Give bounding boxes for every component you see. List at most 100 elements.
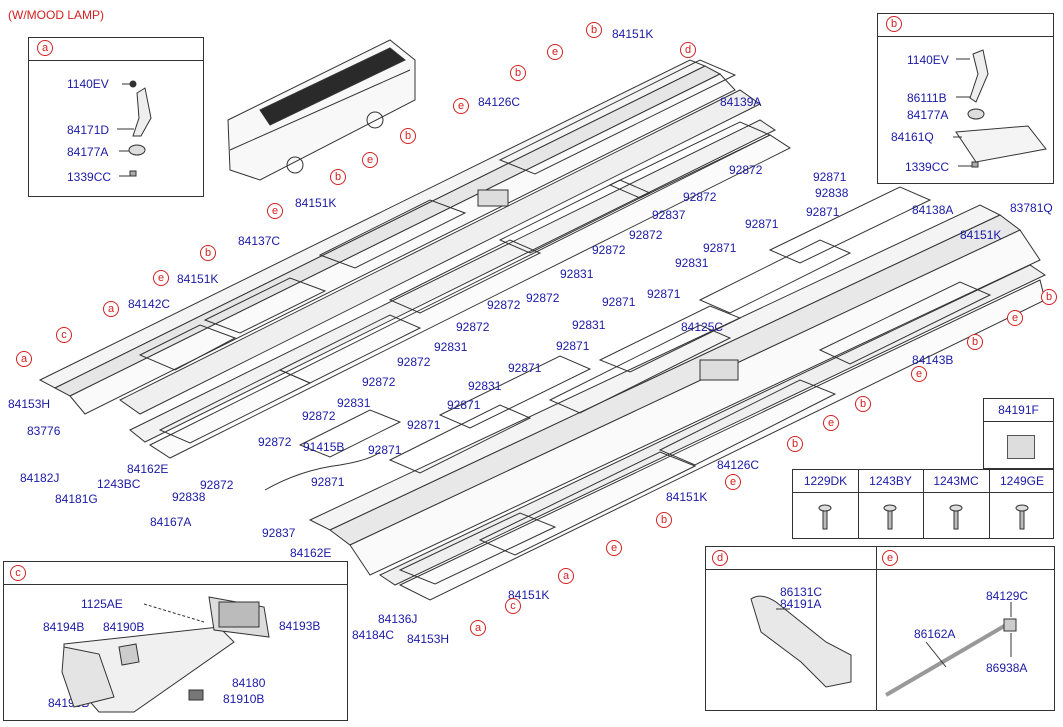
callout-e: e (606, 540, 622, 556)
screw-table: 1229DK 1243BY 1243MC 1249GE (792, 469, 1054, 539)
detail-c-part-2: 84193B (279, 619, 321, 633)
part-label: 92872 (200, 478, 234, 492)
part-label: 92871 (602, 295, 636, 309)
detail-de-drawing (750, 595, 1017, 697)
part-label: 84139A (720, 95, 762, 109)
part-label: 92831 (468, 379, 502, 393)
detail-d-part-1: 86131C (780, 585, 823, 599)
callout-c: c (505, 598, 521, 614)
part-label: 84162E (127, 462, 169, 476)
callout-e: e (911, 366, 927, 382)
part-label: 92872 (487, 298, 521, 312)
callout-b: b (656, 512, 672, 528)
part-label: 84184C (352, 628, 395, 642)
detail-a-part-4: 1339CC (67, 170, 112, 184)
part-label: 84162E (290, 546, 332, 560)
part-label: 84167A (150, 515, 192, 529)
part-label: 92871 (806, 205, 840, 219)
callout-c: c (56, 327, 72, 343)
part-label: 84125C (681, 320, 724, 334)
part-label: 92838 (172, 490, 206, 504)
part-label: 92871 (407, 418, 441, 432)
detail-box-de: d e 86131C 84191A 84129C 86162A 86938A (705, 546, 1055, 711)
detail-c-drawing (61, 596, 270, 713)
part-label: 84143B (912, 353, 954, 367)
detail-b-part-1: 1140EV (907, 53, 949, 67)
screw-col-4: 1249GE (999, 474, 1045, 488)
detail-c-part-1: 1125AE (81, 597, 123, 611)
detail-e-part-2: 86162A (914, 627, 956, 641)
part-label: 84151K (508, 588, 550, 602)
part-label: 84137C (238, 234, 281, 248)
part-label: 83781Q (1010, 201, 1053, 215)
callout-e: e (153, 270, 169, 286)
part-label: 91415B (303, 440, 345, 454)
part-label: 84151K (177, 272, 219, 286)
callout-b: b (510, 65, 526, 81)
callout-d: d (680, 42, 696, 58)
detail-box-de-header (706, 547, 1054, 570)
part-label: 92872 (258, 435, 292, 449)
screw-table-top-header: 84191F (984, 399, 1053, 422)
detail-a-part-2: 84171D (67, 123, 110, 137)
callout-e: e (1007, 310, 1023, 326)
part-label: 1243BC (97, 477, 141, 491)
part-label: 92871 (647, 287, 681, 301)
detail-e-callout: e (882, 550, 898, 566)
part-label: 92872 (683, 190, 717, 204)
detail-c-part-3: 84194B (43, 620, 85, 634)
detail-box-c: c 1125AE 84193B 84194B 84190B 84180 8419… (3, 561, 348, 721)
part-label: 84151K (612, 27, 654, 41)
detail-b-drawing (953, 49, 1047, 168)
part-label: 84151K (295, 196, 337, 210)
callout-b: b (967, 334, 983, 350)
part-label: 92871 (447, 398, 481, 412)
part-label: 92837 (262, 526, 296, 540)
part-label: 84151K (666, 490, 708, 504)
part-label: 92872 (526, 291, 560, 305)
part-label: 84153H (407, 632, 450, 646)
callout-e: e (823, 415, 839, 431)
screw-icon (883, 504, 897, 530)
callout-e: e (547, 44, 563, 60)
callout-e: e (725, 474, 741, 490)
detail-a-part-3: 84177A (67, 145, 109, 159)
detail-box-a: a 1140EV 84171D 84177A 1339CC (28, 37, 204, 197)
callout-b: b (787, 436, 803, 452)
detail-box-b: b 1140EV 86111B 84177A 84161Q 1339CC (877, 13, 1054, 184)
detail-d-callout: d (712, 550, 728, 566)
part-label: 84153H (8, 397, 51, 411)
callout-a: a (470, 620, 486, 636)
part-label: 92871 (311, 475, 345, 489)
callout-a: a (558, 568, 574, 584)
part-label: 84126C (717, 458, 760, 472)
part-label: 84136J (378, 612, 418, 626)
part-label: 92838 (815, 186, 849, 200)
detail-box-b-header: b (878, 14, 1053, 37)
detail-d-part-2: 84191A (780, 597, 822, 611)
pad-icon (1007, 435, 1035, 459)
callout-e: e (362, 152, 378, 168)
callout-b: b (330, 169, 346, 185)
part-label: 92871 (745, 217, 779, 231)
detail-b-part-3: 84177A (907, 108, 949, 122)
part-label: 92871 (368, 443, 402, 457)
screw-icon (949, 504, 963, 530)
part-label: 84142C (128, 297, 171, 311)
part-84191F: 84191F (998, 403, 1039, 417)
detail-c-part-5: 84180 (232, 676, 266, 690)
screw-col-1: 1229DK (803, 474, 848, 488)
part-label: 92831 (572, 318, 606, 332)
detail-c-callout: c (10, 565, 26, 581)
part-label: 92837 (652, 208, 686, 222)
detail-e-part-3: 86938A (986, 661, 1028, 675)
part-label: 84126C (478, 95, 521, 109)
part-label: 92831 (675, 256, 709, 270)
detail-a-drawing (117, 80, 152, 177)
part-label: 84138A (912, 203, 954, 217)
screw-table-top: 84191F (983, 398, 1054, 469)
part-label: 92871 (556, 339, 590, 353)
detail-a-part-1: 1140EV (67, 77, 109, 91)
screw-icon (818, 504, 832, 530)
